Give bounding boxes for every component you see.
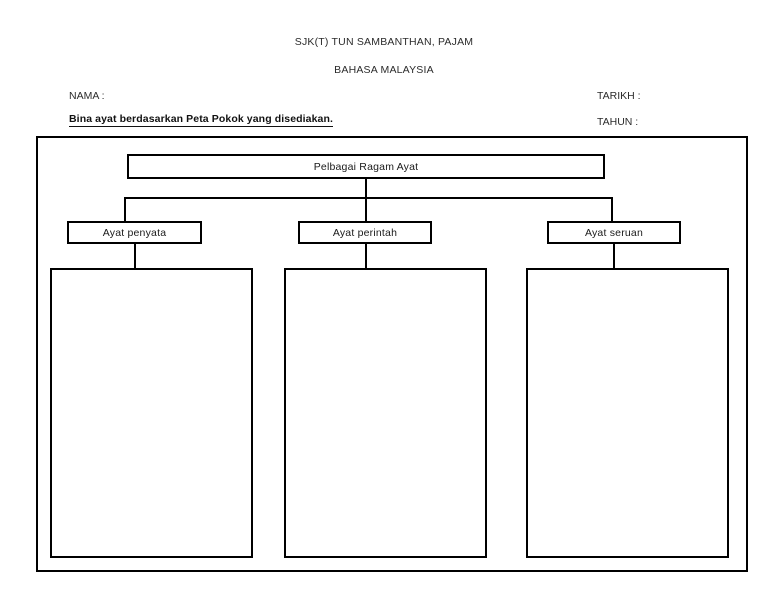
answer-box-ayat-seruan[interactable] [526,268,729,558]
answer-box-ayat-perintah[interactable] [284,268,487,558]
category-box-ayat-penyata: Ayat penyata [67,221,202,244]
name-field-label: NAMA : [69,90,105,102]
connector-horizontal-bus [124,197,613,199]
school-name-heading: SJK(T) TUN SAMBANTHAN, PAJAM [294,36,474,48]
answer-box-ayat-penyata[interactable] [50,268,253,558]
tree-map-frame: Pelbagai Ragam Ayat Ayat penyata Ayat pe… [36,136,748,572]
category-box-ayat-seruan: Ayat seruan [547,221,681,244]
connector-category-3-to-answer [613,244,615,268]
connector-drop-branch-1 [124,197,126,221]
category-box-ayat-perintah: Ayat perintah [298,221,432,244]
tree-root-box: Pelbagai Ragam Ayat [127,154,605,179]
instruction-text: Bina ayat berdasarkan Peta Pokok yang di… [69,113,334,127]
connector-root-stem [365,179,367,198]
connector-drop-branch-3 [611,197,613,221]
connector-category-1-to-answer [134,244,136,268]
year-field-label: TAHUN : [597,116,639,128]
subject-heading: BAHASA MALAYSIA [334,64,434,76]
connector-category-2-to-answer [365,244,367,268]
connector-drop-branch-2 [365,197,367,221]
date-field-label: TARIKH : [597,90,641,102]
